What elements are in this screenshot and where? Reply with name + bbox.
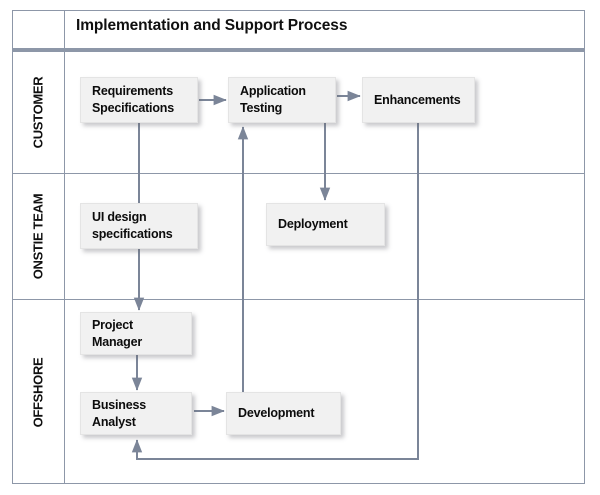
lane-label-customer: CUSTOMER xyxy=(12,52,64,173)
node-project-manager[interactable]: Project Manager xyxy=(80,312,192,355)
lane-label-column-divider xyxy=(64,10,65,484)
node-application-testing[interactable]: Application Testing xyxy=(228,77,336,123)
node-enhancements[interactable]: Enhancements xyxy=(362,77,475,123)
swimlane-frame xyxy=(12,10,585,484)
lane-label-onsite-team: ONSTIE TEAM xyxy=(12,174,64,299)
lane-label-customer-text: CUSTOMER xyxy=(30,76,46,149)
node-requirements-specifications-label: Requirements Specifications xyxy=(92,84,174,115)
node-business-analyst[interactable]: Business Analyst xyxy=(80,392,192,435)
lane-divider-onsite-offshore xyxy=(12,299,585,300)
header-divider xyxy=(12,48,585,52)
lane-divider-customer-onsite xyxy=(12,173,585,174)
node-project-manager-label: Project Manager xyxy=(92,317,143,349)
lane-label-offshore-text: OFFSHORE xyxy=(30,357,46,427)
node-deployment-label: Deployment xyxy=(278,217,348,232)
node-ui-design-specifications-label: UI design specifications xyxy=(92,210,173,241)
page-title: Implementation and Support Process xyxy=(76,17,348,34)
node-development-label: Development xyxy=(238,406,315,421)
node-business-analyst-label: Business Analyst xyxy=(92,397,146,429)
node-enhancements-label: Enhancements xyxy=(374,92,461,107)
node-development[interactable]: Development xyxy=(226,392,341,435)
node-application-testing-label: Application Testing xyxy=(240,84,306,115)
lane-label-offshore: OFFSHORE xyxy=(12,300,64,484)
node-ui-design-specifications[interactable]: UI design specifications xyxy=(80,203,198,249)
node-deployment[interactable]: Deployment xyxy=(266,203,385,246)
lane-label-onsite-team-text: ONSTIE TEAM xyxy=(30,193,46,280)
node-requirements-specifications[interactable]: Requirements Specifications xyxy=(80,77,198,123)
